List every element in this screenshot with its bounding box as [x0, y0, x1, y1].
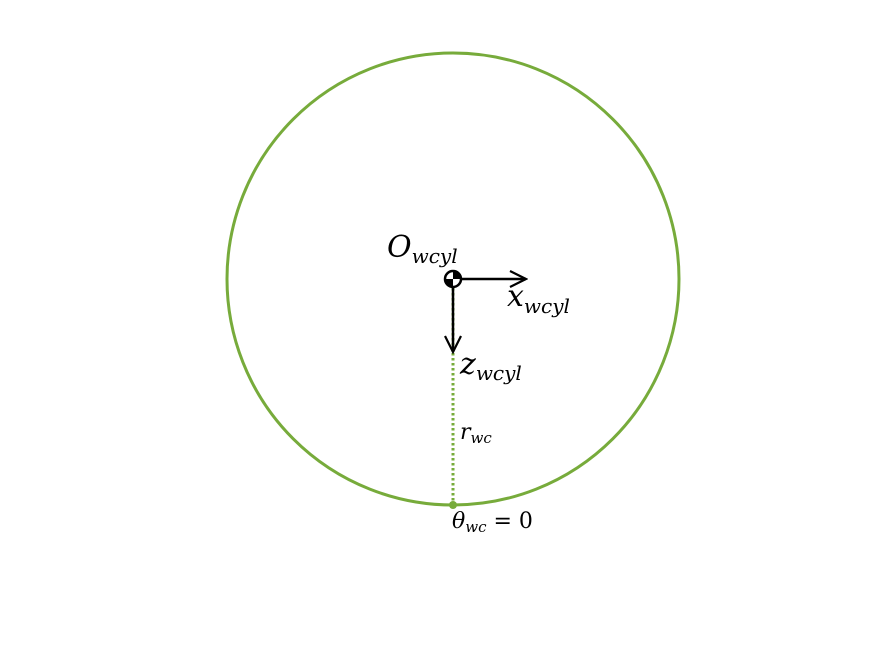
theta-zero-point [449, 501, 457, 509]
x-axis-label: xwcyl [507, 279, 570, 318]
z-axis-label: zwcyl [459, 347, 522, 385]
theta-label: θwc = 0 [452, 509, 533, 536]
origin-symbol [443, 269, 463, 289]
radius-label: rwc [460, 420, 492, 447]
origin-label: Owcyl [387, 230, 458, 268]
